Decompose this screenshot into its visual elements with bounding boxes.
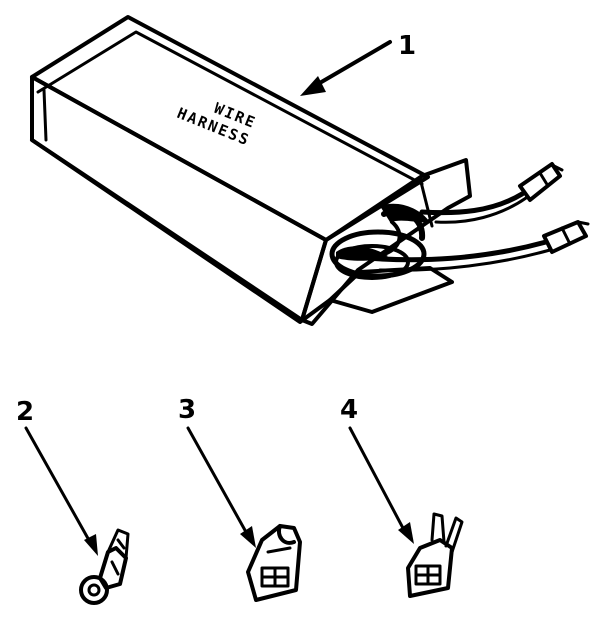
spade-terminal-icon [406,512,464,598]
callout-2: 2 [16,397,34,427]
upper-connector-icon [518,162,564,202]
callout-2-arrow-icon [24,426,98,556]
ring-terminal-icon [79,528,130,605]
hook-terminal-icon [246,524,302,602]
callout-1-arrow-icon [300,40,392,96]
callout-1: 1 [398,31,416,61]
callout-3-arrow-icon [186,426,256,548]
callout-4: 4 [340,395,358,425]
callout-4-arrow-icon [348,426,414,544]
wire-harness-box: WIRE HARNESS [30,15,590,326]
callout-3: 3 [178,395,196,425]
lower-connector-icon [542,220,590,254]
